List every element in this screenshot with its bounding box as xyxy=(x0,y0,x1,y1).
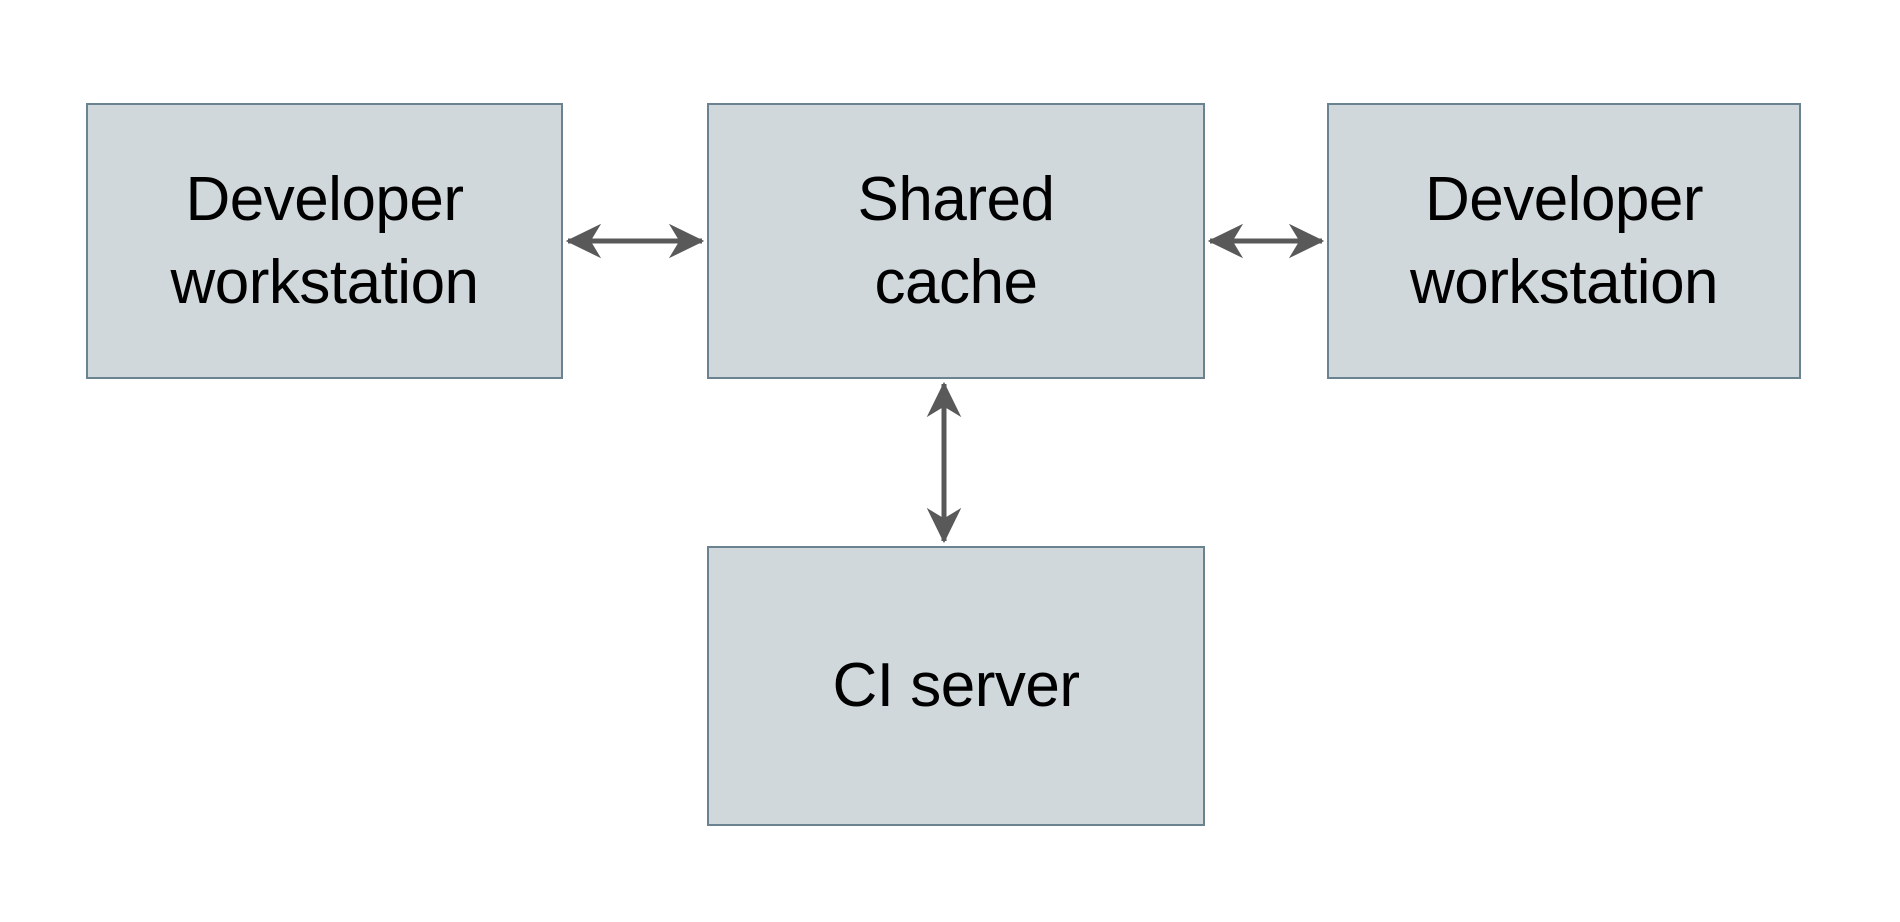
node-label-developer-workstation-left: Developer workstation xyxy=(170,164,479,317)
node-label-developer-workstation-right: Developer workstation xyxy=(1409,164,1719,317)
node-developer-workstation-left[interactable]: Developer workstation xyxy=(86,103,563,379)
node-label-ci-server: CI server xyxy=(832,651,1080,721)
node-developer-workstation-right[interactable]: Developer workstation xyxy=(1327,103,1801,379)
node-shared-cache[interactable]: Shared cache xyxy=(707,103,1205,379)
node-label-shared-cache: Shared cache xyxy=(857,164,1055,317)
node-ci-server[interactable]: CI server xyxy=(707,546,1205,826)
